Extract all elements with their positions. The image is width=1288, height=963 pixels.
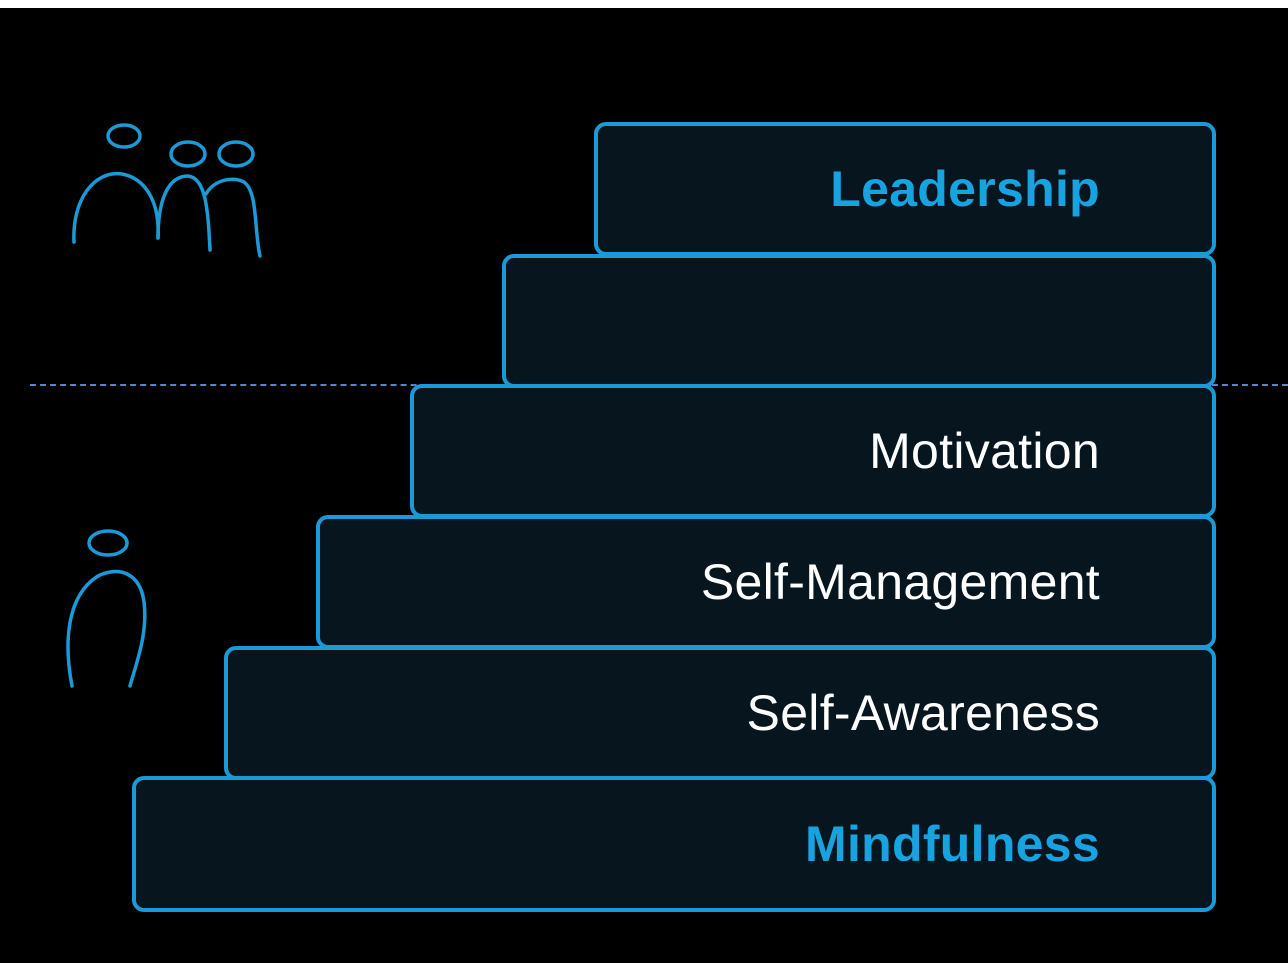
step-label-mindfulness: Mindfulness	[805, 816, 1100, 872]
step-label-self-management: Self-Management	[700, 554, 1100, 610]
person-icon	[58, 524, 158, 699]
step-label-leadership: Leadership	[830, 161, 1100, 217]
step-leadership: Leadership	[594, 122, 1216, 256]
step-self-management: Self-Management	[316, 515, 1216, 649]
step-label-self-awareness: Self-Awareness	[746, 685, 1100, 741]
step-motivation: Motivation	[410, 384, 1216, 518]
step-mindfulness: Mindfulness	[132, 776, 1216, 912]
step-label-motivation: Motivation	[869, 423, 1100, 479]
step-blank	[502, 254, 1216, 388]
staircase-diagram: Leadership Motivation Self-Management Se…	[0, 8, 1288, 963]
people-group-icon	[64, 120, 264, 265]
step-self-awareness: Self-Awareness	[224, 646, 1216, 780]
